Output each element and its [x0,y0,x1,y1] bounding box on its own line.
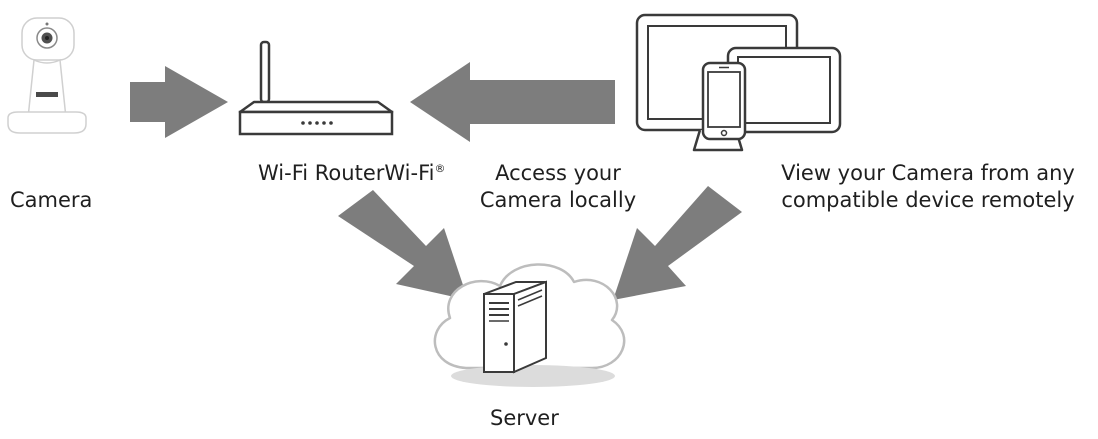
router-label-mark: ® [434,162,446,175]
arrow-router-to-server [338,190,468,300]
access-locally-line1: Access your [495,161,621,185]
router-label-text: Wi-Fi RouterWi-Fi [258,161,435,185]
router-icon [238,40,394,136]
view-remotely-label: View your Camera from any compatible dev… [768,160,1088,214]
arrow-camera-to-router [130,66,228,138]
view-remotely-line1: View your Camera from any [781,161,1075,185]
access-locally-label: Access your Camera locally [458,160,658,214]
camera-icon [7,17,87,134]
arrow-devices-to-router [410,62,615,142]
arrow-devices-to-server [613,186,742,300]
server-label: Server [490,406,559,430]
cloud-server-icon [433,263,626,387]
router-label: Wi-Fi RouterWi-Fi® [258,155,445,187]
devices-icon [635,13,842,152]
camera-label: Camera [10,188,93,212]
access-locally-line2: Camera locally [479,188,637,212]
view-remotely-line2: compatible device remotely [781,188,1075,212]
